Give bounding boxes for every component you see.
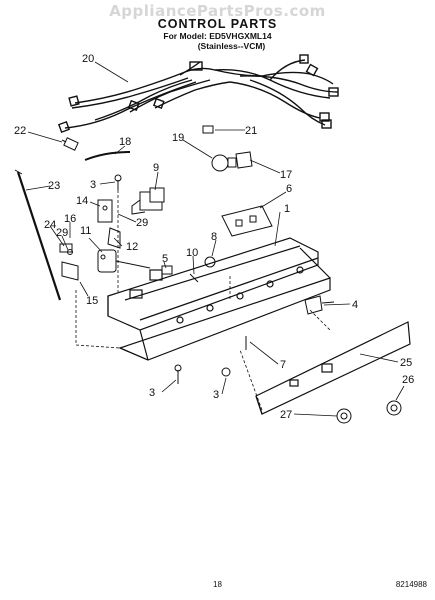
control-panel	[255, 321, 411, 415]
assembly-lines	[75, 190, 331, 411]
callout-27: 27	[280, 409, 292, 421]
connector-part	[61, 137, 79, 151]
rod-part	[14, 169, 62, 301]
control-board	[221, 205, 273, 237]
callout-9: 9	[153, 162, 159, 174]
thermostat	[97, 249, 151, 273]
callout-11: 11	[80, 225, 91, 237]
bracket-part	[97, 199, 121, 249]
page-number: 18	[213, 580, 222, 589]
callout-1: 1	[284, 203, 290, 215]
callout-3-bottom-center: 3	[213, 389, 219, 401]
control-switch	[131, 187, 165, 215]
callout-26: 26	[402, 374, 414, 386]
callout-6: 6	[286, 183, 292, 195]
control-housing	[107, 237, 331, 361]
callout-15: 15	[86, 295, 98, 307]
model-subtitle: For Model: ED5VHGXML14 (Stainless--VCM)	[0, 31, 435, 51]
callout-numbers: 20 22 18 19 21 3 9 17 23 14 6 29 1 24 16…	[14, 53, 414, 421]
lamp-bulb	[211, 151, 253, 172]
callout-17: 17	[280, 169, 292, 181]
page-title: CONTROL PARTS	[157, 17, 278, 31]
callout-29-left: 29	[56, 227, 68, 239]
control-knob-right	[386, 400, 402, 416]
callout-22: 22	[14, 125, 26, 137]
callout-12: 12	[126, 241, 138, 253]
document-number: 8214988	[395, 580, 427, 589]
screws	[114, 174, 247, 384]
watermark: AppliancePartsPros.com	[109, 2, 326, 20]
leader-lines	[25, 61, 405, 417]
small-bracket-parts	[59, 243, 79, 281]
control-knob-left	[336, 408, 352, 424]
callout-19: 19	[172, 132, 184, 144]
plug-part	[161, 265, 173, 275]
callout-24: 24	[44, 219, 56, 231]
knob-part	[204, 256, 216, 268]
callout-21: 21	[245, 125, 257, 137]
callout-5: 5	[162, 253, 168, 265]
callout-10: 10	[186, 247, 198, 259]
wire-part	[84, 151, 131, 161]
callout-7: 7	[280, 359, 286, 371]
callout-14: 14	[76, 195, 88, 207]
callout-23: 23	[48, 180, 60, 192]
lamp-shield	[202, 125, 214, 134]
callout-8: 8	[211, 231, 217, 243]
callout-20: 20	[82, 53, 94, 65]
model-line: For Model: ED5VHGXML14	[163, 31, 272, 41]
wire-harness	[57, 54, 339, 134]
callout-3-bottom-left: 3	[149, 387, 155, 399]
callout-16: 16	[64, 213, 76, 225]
callout-4: 4	[352, 299, 358, 311]
side-switch	[304, 295, 335, 315]
screw-part	[189, 273, 199, 283]
callout-25: 25	[400, 357, 412, 369]
callout-29-right: 29	[136, 217, 148, 229]
variant-line: (Stainless--VCM)	[197, 41, 266, 51]
callout-3-top: 3	[90, 179, 96, 191]
callout-18: 18	[119, 136, 131, 148]
